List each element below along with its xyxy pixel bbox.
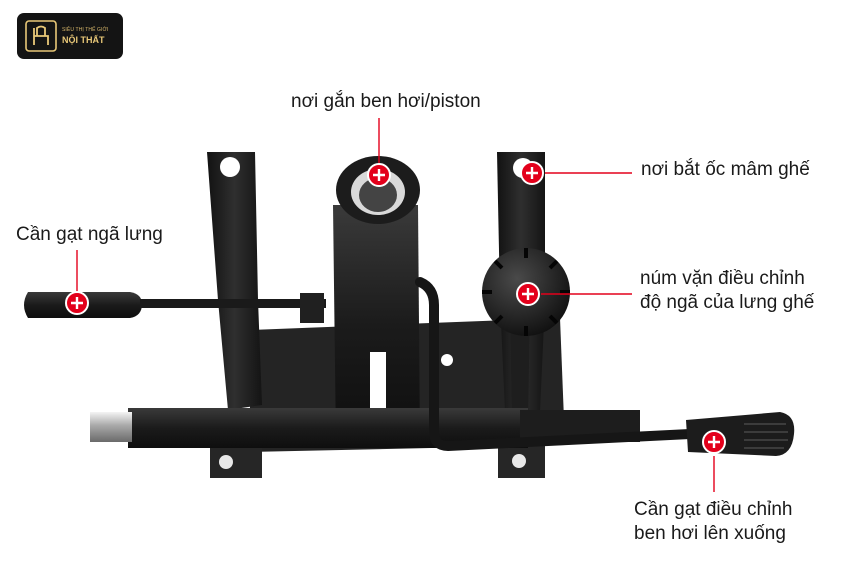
foot-hole-right: [512, 454, 526, 468]
logo-tagline: SIÊU THỊ THẾ GIỚI: [62, 26, 109, 33]
brand-logo: SIÊU THỊ THẾ GIỚI NỘI THẤT: [17, 13, 123, 59]
small-hole: [441, 354, 453, 366]
plus-marker: [520, 161, 544, 185]
label-seat-plate-screws: nơi bắt ốc mâm ghế: [641, 158, 810, 182]
label-knob-line1: núm vặn điều chỉnh: [640, 268, 805, 289]
label-height-lever: Cần gạt điều chỉnh ben hơi lên xuống: [634, 498, 792, 546]
height-lever-paddle: [686, 412, 795, 456]
label-height-line2: ben hơi lên xuống: [634, 523, 786, 544]
height-lever-rod: [415, 277, 695, 452]
label-mount-text: nơi bắt ốc mâm ghế: [641, 159, 810, 180]
label-back-tilt-lever: Cần gạt ngã lưng: [16, 223, 163, 247]
plus-marker: [516, 282, 540, 306]
label-tension-knob: núm vặn điều chỉnh độ ngã của lưng ghế: [640, 267, 814, 315]
plus-marker: [367, 163, 391, 187]
left-bracket-hole: [220, 157, 240, 177]
back-tilt-lever-rod: [140, 299, 326, 308]
center-column: [333, 205, 420, 445]
center-slot: [370, 352, 386, 412]
label-height-line1: Cần gạt điều chỉnh: [634, 499, 793, 520]
label-piston-mount: nơi gắn ben hơi/piston: [291, 90, 481, 114]
bottom-foot-left: [210, 444, 262, 478]
label-knob-line2: độ ngã của lưng ghế: [640, 292, 815, 313]
foot-hole-left: [219, 455, 233, 469]
label-piston-text: nơi gắn ben hơi/piston: [291, 91, 481, 112]
logo-name: NỘI THẤT: [62, 34, 105, 45]
chrome-tube-end: [90, 412, 132, 442]
plus-marker: [65, 291, 89, 315]
label-back-lever-text: Cần gạt ngã lưng: [16, 224, 163, 245]
left-bracket: [207, 152, 262, 410]
chair-icon: [25, 20, 57, 52]
plus-marker: [702, 430, 726, 454]
